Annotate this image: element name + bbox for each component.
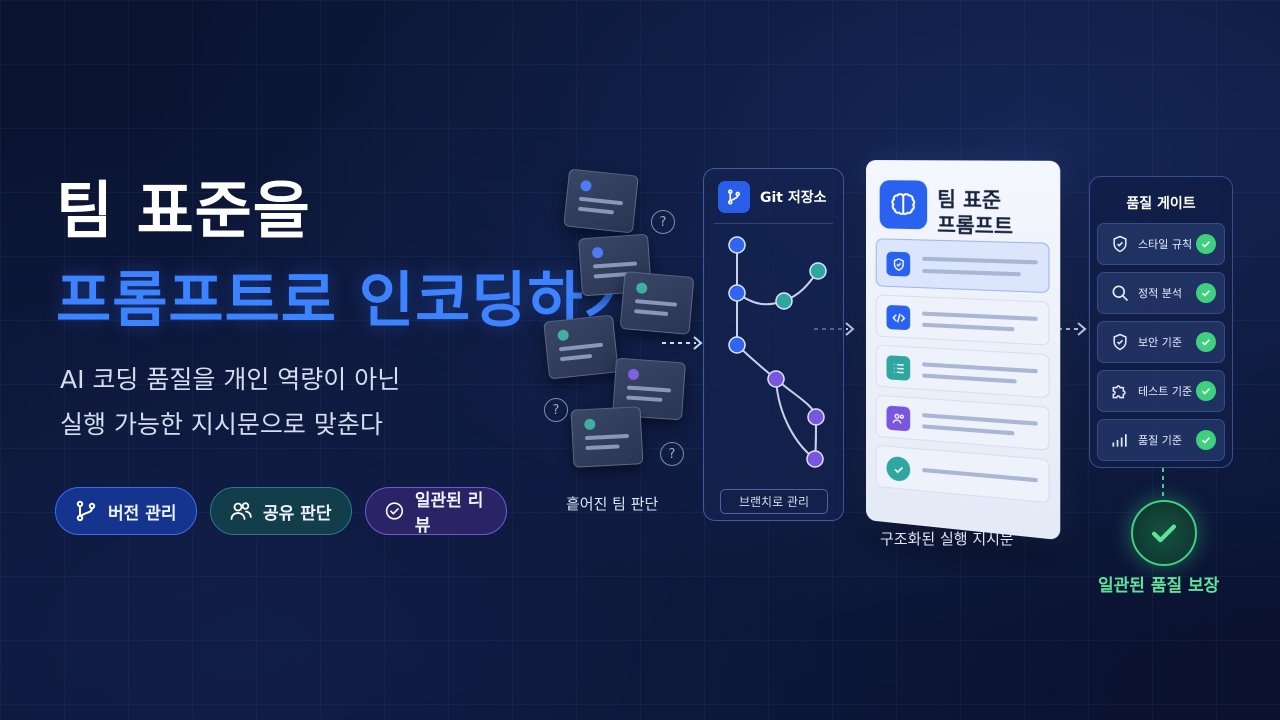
prompt-doc-caption: 구조화된 실행 지시문 bbox=[880, 530, 1014, 548]
headline-line2: 프롬프트로 인코딩하기 bbox=[56, 266, 640, 336]
commit-node bbox=[807, 408, 825, 426]
question-icon: ? bbox=[651, 210, 675, 234]
pill-label: 버전 관리 bbox=[108, 503, 177, 524]
commit-node bbox=[728, 284, 746, 302]
code-icon bbox=[886, 304, 911, 331]
pill-label: 일관된 리뷰 bbox=[414, 491, 484, 536]
gate-item-style: 스타일 규칙 bbox=[1097, 223, 1225, 265]
quality-assured-caption: 일관된 품질 보장 bbox=[1098, 576, 1220, 596]
question-icon: ? bbox=[660, 442, 684, 466]
version-control-pill[interactable]: 버전 관리 bbox=[55, 487, 197, 535]
arrow-right-icon bbox=[1050, 322, 1087, 336]
commit-node bbox=[728, 236, 746, 254]
doc-title-line1: 팀 표준 bbox=[937, 186, 1002, 213]
pill-label: 공유 판단 bbox=[263, 503, 332, 524]
puzzle-icon bbox=[1112, 385, 1126, 399]
headline-line1: 팀 표준을 bbox=[56, 174, 311, 247]
gate-item-label: 보안 기준 bbox=[1138, 336, 1182, 349]
commit-node bbox=[809, 262, 827, 280]
branch-graph bbox=[728, 236, 827, 468]
gate-item-static-analysis: 정적 분석 bbox=[1097, 272, 1225, 314]
gate-item-test: 테스트 기준 bbox=[1097, 370, 1225, 412]
scattered-caption: 흩어진 팀 판단 bbox=[566, 495, 659, 513]
quality-assured-check-icon bbox=[1131, 500, 1197, 566]
divider bbox=[714, 223, 833, 224]
search-icon bbox=[1112, 285, 1129, 302]
gate-title: 품질 게이트 bbox=[1126, 196, 1196, 212]
commit-node bbox=[728, 336, 746, 354]
users-icon bbox=[230, 502, 252, 520]
git-repository-panel: Git 저장소 브랜치로 관리 bbox=[703, 168, 844, 521]
check-icon bbox=[1196, 332, 1216, 352]
gate-item-label: 정적 분석 bbox=[1138, 287, 1182, 300]
scattered-note bbox=[570, 406, 644, 468]
branch-icon bbox=[76, 500, 96, 522]
shared-judgment-pill[interactable]: 공유 판단 bbox=[210, 487, 352, 535]
subtitle-line2: 실행 가능한 지시문으로 맞춘다 bbox=[60, 410, 383, 439]
question-icon: ? bbox=[544, 398, 568, 422]
users-icon bbox=[886, 405, 911, 432]
commit-node bbox=[767, 370, 785, 388]
shield-icon bbox=[886, 251, 911, 277]
scattered-note bbox=[543, 314, 619, 380]
gate-item-label: 품질 기준 bbox=[1138, 434, 1182, 447]
list-icon bbox=[886, 355, 911, 381]
check-icon bbox=[1196, 430, 1216, 450]
doc-section-security bbox=[875, 238, 1050, 294]
check-icon bbox=[1196, 234, 1216, 254]
doc-section-team bbox=[875, 394, 1050, 451]
scattered-note bbox=[619, 271, 695, 335]
bar-chart-icon bbox=[1112, 434, 1127, 447]
connector-line bbox=[1162, 468, 1164, 500]
subtitle-line1: AI 코딩 품질을 개인 역량이 아닌 bbox=[60, 365, 401, 394]
gate-item-label: 스타일 규칙 bbox=[1138, 238, 1193, 251]
team-standard-prompt-document: 팀 표준 프롬프트 bbox=[866, 160, 1061, 541]
shield-icon bbox=[1113, 333, 1127, 351]
git-footer-label: 브랜치로 관리 bbox=[720, 489, 828, 514]
gate-item-label: 테스트 기준 bbox=[1138, 385, 1193, 398]
check-icon bbox=[1196, 381, 1216, 401]
gate-item-security: 보안 기준 bbox=[1097, 321, 1225, 363]
brain-icon bbox=[879, 180, 928, 230]
commit-node bbox=[775, 292, 793, 310]
check-circle-icon bbox=[385, 502, 404, 520]
arrow-right-icon bbox=[662, 336, 703, 350]
consistent-review-pill[interactable]: 일관된 리뷰 bbox=[365, 487, 507, 536]
quality-gate-panel: 품질 게이트 스타일 규칙 정적 분석 보안 기준 테스트 기준 품질 기준 bbox=[1089, 176, 1233, 468]
commit-node bbox=[806, 450, 824, 468]
check-icon bbox=[886, 455, 911, 483]
git-header: Git 저장소 bbox=[718, 181, 827, 213]
gate-item-quality: 품질 기준 bbox=[1097, 419, 1225, 461]
doc-section-code bbox=[875, 294, 1050, 346]
shield-icon bbox=[1113, 235, 1127, 253]
git-title: Git 저장소 bbox=[760, 190, 827, 206]
doc-title: 팀 표준 프롬프트 bbox=[937, 187, 1013, 240]
scattered-note bbox=[563, 168, 639, 234]
git-icon bbox=[718, 181, 750, 213]
doc-section-check bbox=[875, 444, 1050, 504]
doc-section-list bbox=[875, 344, 1050, 399]
check-icon bbox=[1196, 283, 1216, 303]
doc-title-line2: 프롬프트 bbox=[937, 212, 1014, 239]
